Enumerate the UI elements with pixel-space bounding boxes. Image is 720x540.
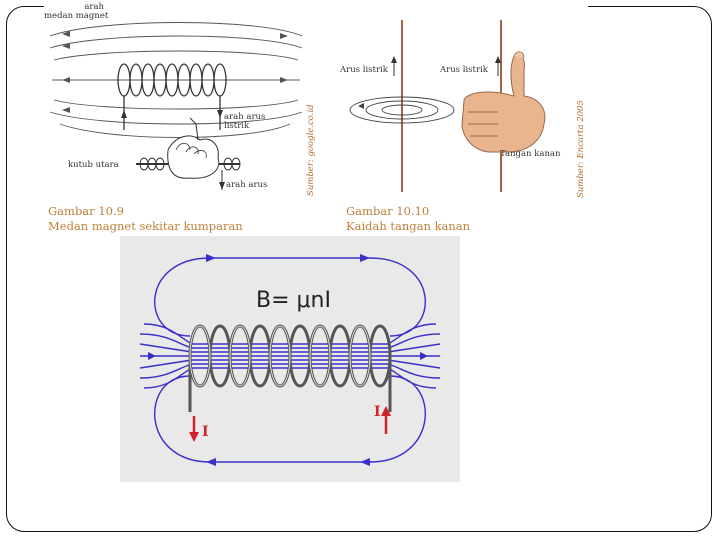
figure-10-10: Arus listrik Arus listrik Tangan kanan S… (338, 0, 594, 240)
figure-10-9: arah medan magnet arah arus listrik kutu… (40, 0, 320, 240)
current-label-right: I (374, 404, 381, 420)
source-fig-10-10: Sumber: Encarta 2005 (576, 100, 586, 198)
source-fig-10-9: Sumber: google.co.id (306, 104, 316, 196)
caption-number-10-9: Gambar 10.9 (48, 204, 124, 218)
label-current-left: Arus listrik (340, 65, 388, 75)
frame-gap (44, 0, 588, 12)
label-field-direction-line2: medan magnet (44, 11, 109, 21)
caption-title-10-9: Medan magnet sekitar kumparan (48, 219, 243, 233)
label-north-pole: kutub utara (68, 160, 119, 170)
solenoid-illustration (139, 254, 441, 466)
label-current-direction-line2: listrik (224, 121, 250, 131)
caption-title-10-10: Kaidah tangan kanan (346, 219, 471, 233)
label-current: arah arus (226, 180, 268, 190)
label-current-direction: arah arus listrik (224, 113, 265, 131)
right-hand-rule-illustration (349, 20, 546, 192)
label-current-right: Arus listrik (440, 65, 488, 75)
label-field-direction: arah medan magnet (44, 2, 109, 21)
label-current-direction-line1: arah arus (224, 112, 266, 122)
solenoid-field-diagram: B= μnI I I (120, 236, 460, 482)
current-label-left: I (202, 424, 209, 440)
label-hand: Tangan kanan (500, 149, 561, 159)
field-formula: B= μnI (256, 288, 331, 313)
coil-field-illustration (49, 22, 303, 190)
label-field-direction-line1: arah (84, 2, 104, 12)
caption-number-10-10: Gambar 10.10 (346, 204, 430, 218)
